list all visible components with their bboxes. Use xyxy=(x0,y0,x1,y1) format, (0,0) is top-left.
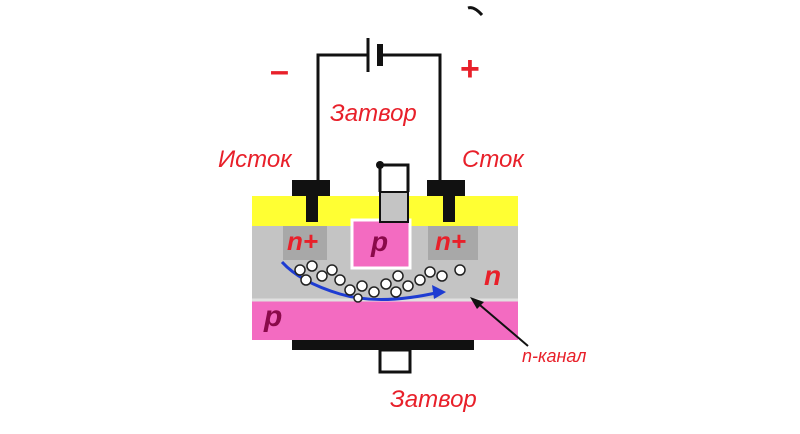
gate-label-bottom: Затвор xyxy=(390,386,477,413)
p-gate-label: p xyxy=(371,226,389,257)
n-channel-label: n-канал xyxy=(522,346,587,366)
minus-sign: – xyxy=(270,52,289,90)
p-substrate-label: p xyxy=(264,300,283,333)
p-substrate-region xyxy=(252,300,518,340)
n-body-label: n xyxy=(484,260,502,291)
bottom-gate-lead xyxy=(378,348,412,374)
electron-cloud xyxy=(294,260,466,303)
channel-pointer-arrowhead xyxy=(470,297,484,309)
plus-sign: + xyxy=(460,50,480,88)
wire-left xyxy=(316,53,368,192)
source-contact-stem xyxy=(306,196,318,222)
gate-lead-top xyxy=(378,163,410,192)
n-plus-right-region xyxy=(428,226,478,260)
bottom-gate-plate xyxy=(292,340,474,350)
n-plus-left-region xyxy=(283,226,327,260)
drain-contact-stem xyxy=(443,196,455,222)
drain-label: Сток xyxy=(462,146,524,173)
n-plus-left-label: n+ xyxy=(287,226,319,256)
gate-label-top: Затвор xyxy=(330,100,417,127)
stray-mark xyxy=(467,6,484,17)
drain-contact-top xyxy=(427,180,465,196)
source-label: Исток xyxy=(218,146,292,173)
battery-circuit xyxy=(316,53,442,192)
wire-right xyxy=(380,53,442,192)
gate-junction-dot xyxy=(376,161,384,169)
source-contact-top xyxy=(292,180,330,196)
electron-flow-arrowhead xyxy=(432,285,446,299)
channel-pointer-line xyxy=(473,299,529,347)
battery-symbol xyxy=(366,38,383,72)
gate-contact-top xyxy=(379,191,409,223)
n-plus-right-label: n+ xyxy=(435,226,467,256)
p-gate-region xyxy=(350,218,412,270)
